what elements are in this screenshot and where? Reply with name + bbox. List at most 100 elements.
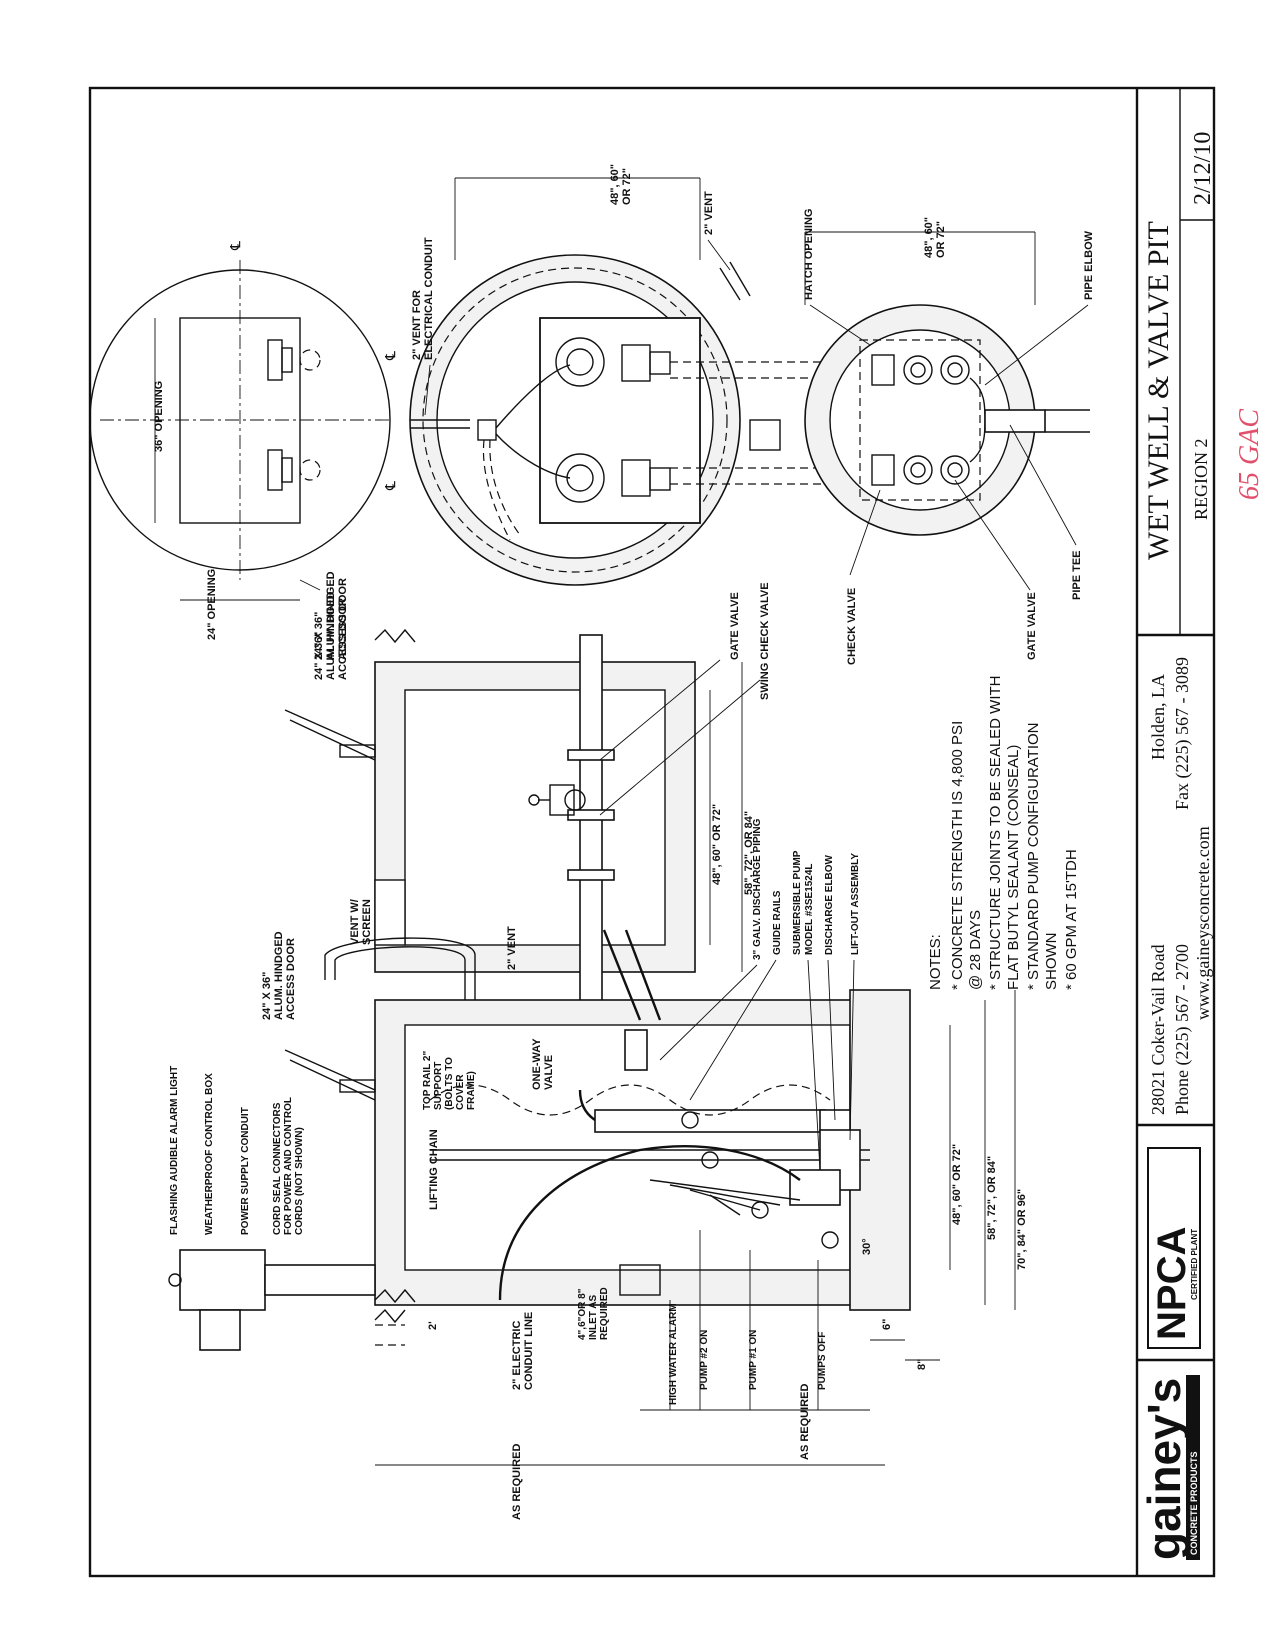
pump1-on-label: PUMP #1 ON (748, 1330, 759, 1390)
control-box-label: WEATHERPROOF CONTROL BOX (204, 1073, 215, 1235)
phone-text: Phone (225) 567 - 2700 (1172, 944, 1193, 1115)
one-way-valve-label: ONE-WAY VALVE (531, 1038, 555, 1090)
note-line-7: * 60 GPM AT 15'TDH (1063, 849, 1080, 990)
dim-6-label: 6" (881, 1319, 893, 1330)
svg-text:CORD SEAL CONNECTORS: CORD SEAL CONNECTORS (272, 1102, 283, 1235)
plan-check-valve-label: CHECK VALVE (846, 588, 858, 665)
svg-text:CONDUIT LINE: CONDUIT LINE (523, 1312, 535, 1390)
svg-text:COVER: COVER (455, 1074, 466, 1110)
sub-pump-label-1: SUBMERSIBLE PUMP (792, 850, 803, 955)
well-dim-outer: 70", 84" OR 96" (1016, 1189, 1028, 1270)
pit-access-door-label: 24" X 36" ALUM. HINDGED ACCESS DOOR (313, 591, 349, 680)
valve-pit-plan: 48", 60" OR 72" HATCH OPENING PIPE ELBOW… (803, 209, 1095, 665)
valvepit-dim-2: OR 72" (935, 221, 947, 258)
plan-vent-label: 2" VENT (703, 191, 715, 235)
title-block: WET WELL & VALVE PIT REGION 2 2/12/10 65… (1137, 88, 1265, 1560)
svg-text:NPCA: NPCA (1150, 1227, 1194, 1340)
well-dim-mid: 58", 72", OR 84" (986, 1156, 998, 1240)
angle-label: 30° (861, 1238, 873, 1255)
city-text: Holden, LA (1148, 674, 1168, 760)
pipe-tee-label: PIPE TEE (1071, 550, 1083, 600)
fax-text: Fax (225) 567 - 3089 (1172, 657, 1193, 810)
well-access-door-label: 24" X 36" ALUM. HINDGED ACCESS DOOR (261, 931, 297, 1020)
discharge-piping-label: 3" GALV. DISCHARGE PIPING (752, 818, 763, 960)
svg-text:gainey's: gainey's (1138, 1378, 1190, 1560)
svg-text:ACCESS DOOR: ACCESS DOOR (285, 938, 297, 1020)
pit-dim-outer: 58", 72", OR 84" (743, 811, 755, 895)
note-line-6: SHOWN (1043, 933, 1060, 991)
svg-text:24" X 36": 24" X 36" (313, 632, 325, 680)
svg-text:ACCESS DOOR: ACCESS DOOR (337, 578, 349, 660)
discharge-elbow-label: DISCHARGE ELBOW (824, 854, 835, 955)
svg-text:VALVE: VALVE (543, 1055, 555, 1090)
svg-text:CONCRETE PRODUCTS: CONCRETE PRODUCTS (1189, 1451, 1199, 1555)
svg-text:ALUM. HINDGED: ALUM. HINDGED (325, 571, 337, 660)
wetwell-dim-1: 48", 60" (609, 164, 621, 205)
note-line-4: FLAT BUTYL SEALANT (CONSEAL) (1005, 745, 1022, 990)
drawing-date: 2/12/10 (1190, 132, 1216, 205)
cl-mark-1: ℄ (227, 241, 243, 251)
vent-screen-label-2: SCREEN (361, 899, 373, 945)
svg-text:2" ELECTRIC: 2" ELECTRIC (511, 1321, 523, 1390)
svg-text:FRAME): FRAME) (466, 1071, 477, 1110)
drawing-border (88, 86, 1216, 1578)
svg-text:4",6"OR 8": 4",6"OR 8" (577, 1288, 588, 1340)
inlet-label: 4",6"OR 8" INLET AS REQUIRED (577, 1287, 610, 1340)
svg-text:ONE-WAY: ONE-WAY (531, 1038, 543, 1090)
note-line-2: @ 28 DAYS (967, 910, 984, 990)
dim-2ft-label: 2' (427, 1321, 439, 1330)
gaineys-logo: gainey's CONCRETE PRODUCTS (1138, 1375, 1200, 1560)
top-rail-label: TOP RAIL 2" SUPPORT (BOLTS TO COVER FRAM… (422, 1051, 477, 1110)
section-vent-label: 2" VENT (506, 926, 518, 970)
notes-heading: NOTES: (927, 934, 944, 990)
svg-text:INLET AS: INLET AS (588, 1294, 599, 1340)
note-line-5: * STANDARD PUMP CONFIGURATION (1025, 722, 1042, 990)
alarm-light-label: FLASHING AUDIBLE ALARM LIGHT (169, 1066, 180, 1235)
pit-dim-inner: 48", 60" OR 72" (711, 804, 723, 885)
plan-gate-valve-label: GATE VALVE (1026, 592, 1038, 660)
pipe-elbow-label: PIPE ELBOW (1083, 230, 1095, 300)
svg-text:CERTIFIED PLANT: CERTIFIED PLANT (1190, 1229, 1199, 1300)
note-line-1: * CONCRETE STRENGTH IS 4,800 PSI (949, 721, 966, 990)
website-text: www.gaineysconcrete.com (1193, 826, 1213, 1020)
guide-rails-label: GUIDE RAILS (772, 890, 783, 955)
note-line-3: * STRUCTURE JOINTS TO BE SEALED WITH (987, 676, 1004, 991)
section-gate-valve-label: GATE VALVE (729, 592, 741, 660)
as-required-label-2: AS REQUIRED (799, 1384, 811, 1460)
pump2-on-label: PUMP #2 ON (699, 1330, 710, 1390)
svg-text:ACCESS DOOR: ACCESS DOOR (337, 598, 349, 680)
opening-24-label: 24" OPENING (206, 569, 218, 640)
pumps-off-label: PUMPS OFF (817, 1332, 828, 1390)
vent-screen-label-1: VENT W/ (349, 899, 361, 945)
lifting-chain-label: LIFTING CHAIN (428, 1129, 440, 1210)
address-text: 28021 Coker-Vail Road (1148, 944, 1168, 1115)
opening-36-label: 36" OPENING (153, 381, 165, 452)
svg-text:ALUM. HINDGED: ALUM. HINDGED (325, 591, 337, 680)
cl-mark-2: ℄ (382, 351, 398, 361)
sub-pump-label-2: MODEL #3SE1524L (804, 863, 815, 955)
power-conduit-label: POWER SUPPLY CONDUIT (240, 1107, 251, 1235)
hatch-opening-label: HATCH OPENING (803, 209, 815, 300)
svg-text:24" X 36": 24" X 36" (313, 612, 325, 660)
dim-8-label: 8" (916, 1359, 928, 1370)
region-label: REGION 2 (1191, 439, 1211, 521)
electric-conduit-label: 2" ELECTRIC CONDUIT LINE (511, 1312, 535, 1390)
hatch-plan-view: 36" OPENING 24" OPENING ℄ ℄ ℄ 24" X 36" … (89, 241, 398, 660)
svg-text:TOP RAIL 2": TOP RAIL 2" (422, 1051, 433, 1110)
drawing-title: WET WELL & VALVE PIT (1142, 221, 1175, 560)
lift-out-label: LIFT-OUT ASSEMBLY (850, 853, 861, 955)
valve-pit-section: GATE VALVE SWING CHECK VALVE 48", 60" OR… (284, 582, 771, 1106)
svg-text:FOR POWER AND CONTROL: FOR POWER AND CONTROL (283, 1097, 294, 1235)
svg-text:(BOLTS TO: (BOLTS TO (444, 1057, 455, 1110)
npca-logo: NPCA CERTIFIED PLANT (1147, 1147, 1201, 1349)
vent-conduit-label-1: 2" VENT FOR (411, 290, 423, 360)
well-dim-inner: 48", 60" OR 72" (951, 1144, 963, 1225)
svg-text:REQUIRED: REQUIRED (599, 1287, 610, 1340)
high-water-alarm-label: HIGH WATER ALARM (668, 1303, 679, 1405)
svg-text:24" X 36": 24" X 36" (261, 972, 273, 1020)
wetwell-dim-2: OR 72" (621, 168, 633, 205)
svg-text:ALUM. HINDGED: ALUM. HINDGED (273, 931, 285, 1020)
valvepit-dim-1: 48", 60" (923, 217, 935, 258)
swing-check-valve-label: SWING CHECK VALVE (759, 582, 771, 700)
